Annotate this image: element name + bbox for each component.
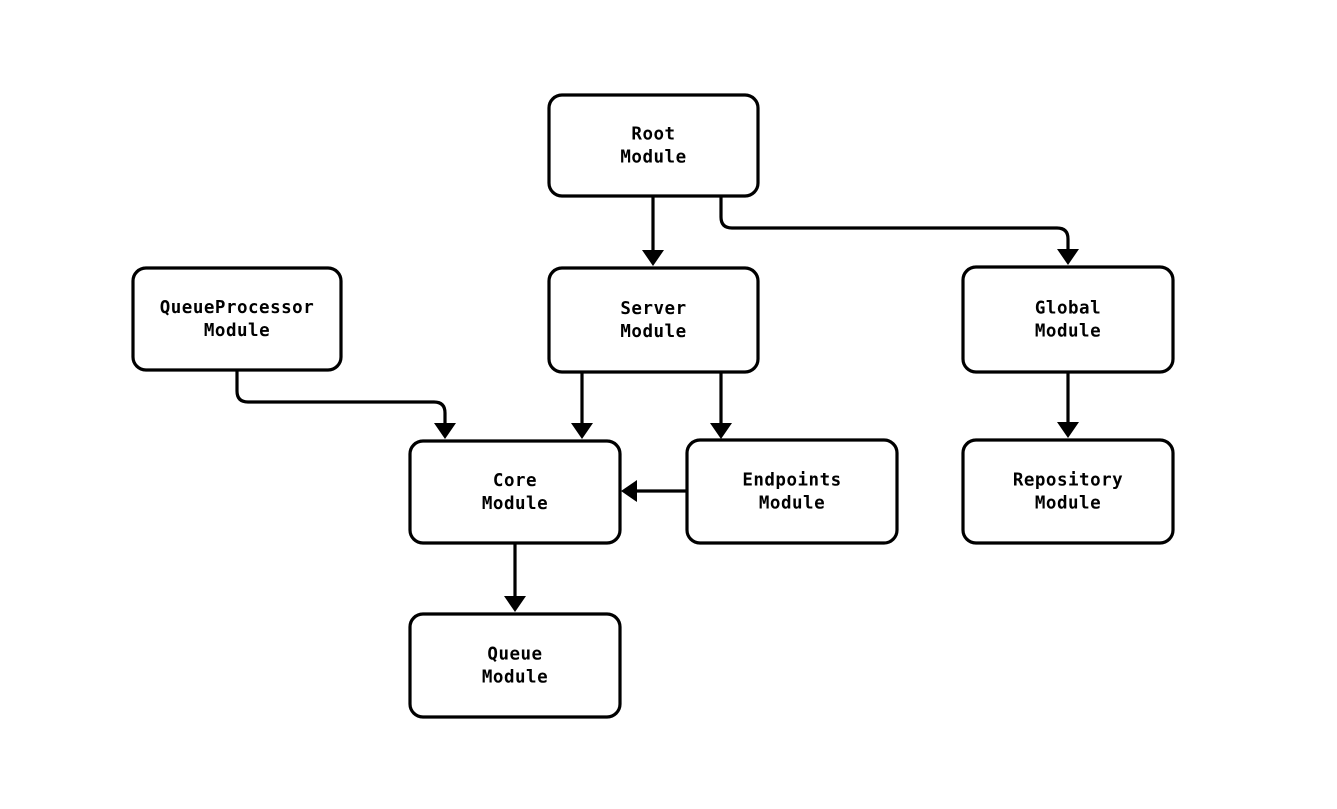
edge-queueprocessor-to-core	[235, 370, 456, 439]
edges-layer	[235, 196, 1079, 612]
node-label-line2: Module	[482, 668, 548, 688]
node-box[interactable]	[685, 438, 899, 545]
node-box[interactable]	[131, 266, 343, 372]
arrow-head-icon	[1057, 249, 1079, 265]
node-label-line2: Module	[204, 321, 270, 341]
arrow-head-icon	[571, 423, 593, 439]
edge-server-to-core	[571, 372, 593, 439]
node-box[interactable]	[408, 612, 622, 719]
arrow-head-icon	[710, 423, 732, 439]
node-label-line1: Repository	[1013, 471, 1123, 491]
node-box[interactable]	[547, 266, 760, 374]
edge-line	[235, 370, 447, 429]
node-label-line1: Root	[631, 125, 675, 145]
node-label-line1: Endpoints	[742, 471, 841, 491]
edge-root-to-server	[642, 196, 664, 266]
node-label-line2: Module	[1035, 494, 1101, 514]
node-box[interactable]	[961, 265, 1175, 374]
edge-global-to-repository	[1057, 372, 1079, 438]
node-label-line2: Module	[1035, 322, 1101, 342]
arrow-head-icon	[504, 596, 526, 612]
nodes-layer: RootModuleQueueProcessorModuleServerModu…	[131, 93, 1175, 719]
arrow-head-icon	[642, 250, 664, 266]
node-label-line1: Core	[493, 471, 537, 491]
arrow-head-icon	[434, 423, 456, 439]
node-label-line2: Module	[482, 494, 548, 514]
node-box[interactable]	[408, 439, 622, 545]
edge-endpoints-to-core	[621, 480, 687, 502]
edge-root-to-global	[719, 196, 1079, 265]
node-label-line1: Queue	[487, 645, 542, 665]
node-label-line2: Module	[759, 494, 825, 514]
node-box[interactable]	[547, 93, 760, 198]
node-label-line2: Module	[620, 322, 686, 342]
edge-server-to-endpoints	[710, 372, 732, 439]
edge-line	[719, 196, 1070, 255]
node-label-line1: Global	[1035, 299, 1101, 319]
arrow-head-icon	[621, 480, 637, 502]
edge-core-to-queue	[504, 543, 526, 612]
node-label-line1: Server	[620, 299, 686, 319]
node-label-line1: QueueProcessor	[160, 298, 315, 318]
node-box[interactable]	[961, 438, 1175, 545]
node-label-line2: Module	[620, 148, 686, 168]
arrow-head-icon	[1057, 422, 1079, 438]
